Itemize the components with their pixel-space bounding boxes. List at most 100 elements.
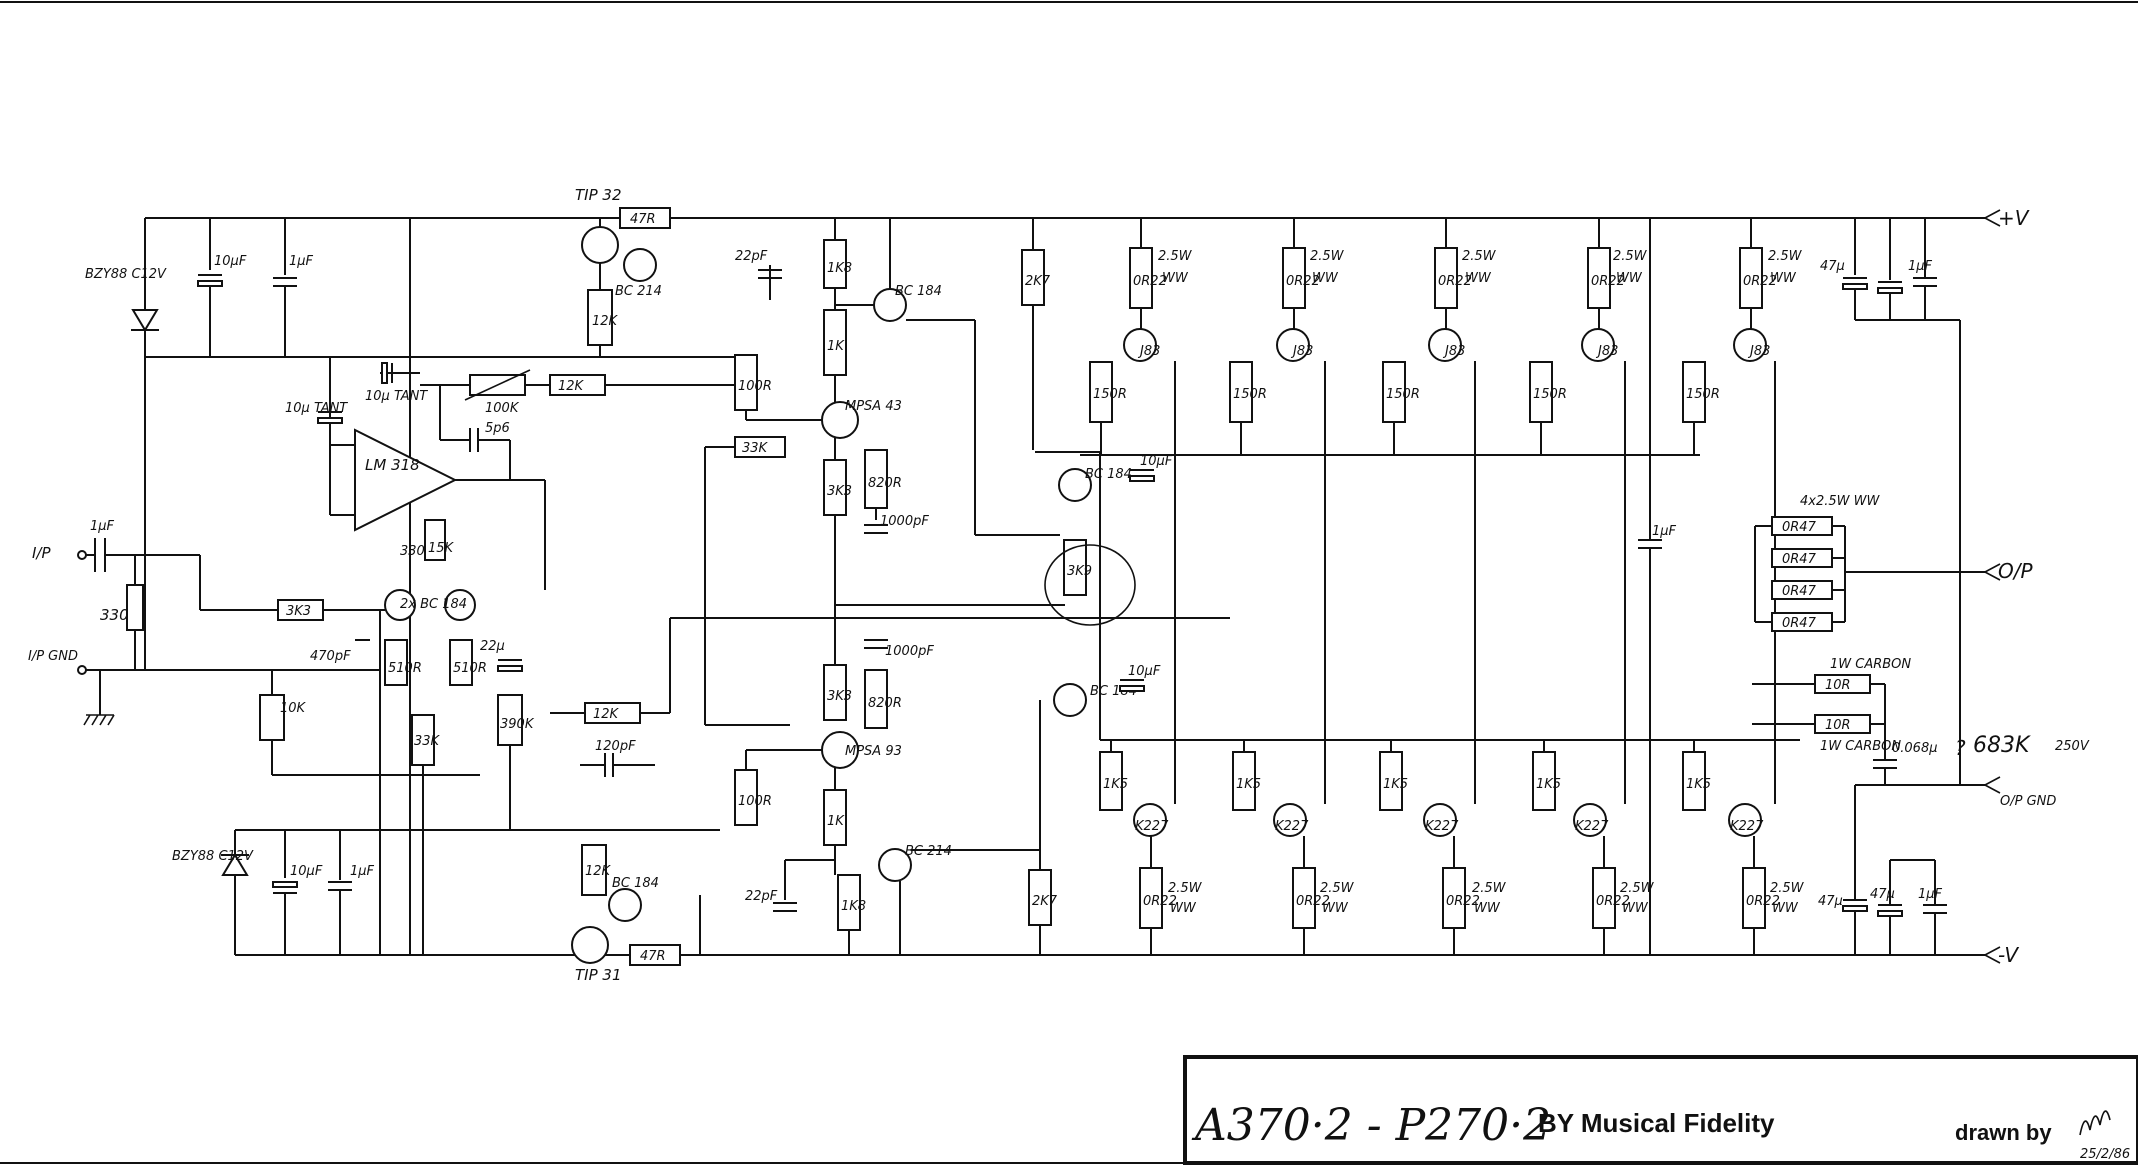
- svg-text:J83: J83: [1595, 344, 1618, 359]
- svg-text:WW: WW: [1465, 271, 1492, 286]
- svg-text:1µF: 1µF: [350, 864, 375, 879]
- title-block: A370·2 - P270·2 BY Musical Fidelity draw…: [1183, 1055, 2138, 1165]
- output-device-n4: 0R22 2.5W WW J83 150R: [1529, 247, 1648, 423]
- svg-text:820R: 820R: [868, 696, 902, 711]
- transistor-bc214-dr: [878, 848, 912, 882]
- svg-text:12K: 12K: [558, 379, 585, 394]
- output-device-p4: 1K5 K227 0R22 2.5W WW: [1532, 751, 1655, 929]
- cap-10u-tant-left: [317, 417, 343, 424]
- svg-text:BC 214: BC 214: [615, 284, 662, 299]
- svg-text:0R22: 0R22: [1296, 894, 1330, 909]
- svg-text:10µF: 10µF: [1128, 664, 1161, 679]
- svg-text:K227: K227: [1425, 819, 1459, 834]
- transistor-pair-left: [384, 589, 416, 621]
- svg-text:47µ: 47µ: [1820, 259, 1845, 274]
- transistor-bc214-top: [623, 248, 657, 282]
- svg-text:0R22: 0R22: [1446, 894, 1480, 909]
- svg-text:2.5W: 2.5W: [1310, 249, 1345, 264]
- svg-text:1µF: 1µF: [90, 519, 115, 534]
- transistor-pair-right: [444, 589, 476, 621]
- svg-text:33K: 33K: [414, 734, 441, 749]
- negative-rail-label: -V: [1998, 943, 2019, 967]
- svg-text:J83: J83: [1442, 344, 1465, 359]
- title-block-subtitle: BY Musical Fidelity: [1538, 1108, 1775, 1138]
- svg-text:1W CARBON: 1W CARBON: [1830, 657, 1911, 672]
- svg-text:150R: 150R: [1233, 387, 1267, 402]
- svg-text:WW: WW: [1616, 271, 1643, 286]
- svg-text:2.5W: 2.5W: [1320, 881, 1355, 896]
- output-device-n2: 0R22 2.5W WW J83 150R: [1229, 247, 1345, 423]
- input-label: I/P: [32, 544, 51, 562]
- output-stage-n: 0R22 2.5W WW J83 150R 0R22 2.5W WW J83 1…: [1089, 218, 1803, 455]
- svg-text:10µF: 10µF: [1140, 454, 1173, 469]
- svg-text:1000pF: 1000pF: [880, 514, 929, 529]
- svg-text:1W CARBON: 1W CARBON: [1820, 739, 1901, 754]
- svg-text:10µ TANT: 10µ TANT: [365, 389, 428, 404]
- svg-text:2K7: 2K7: [1032, 894, 1058, 909]
- svg-text:0R47: 0R47: [1782, 520, 1817, 535]
- svg-text:WW: WW: [1622, 901, 1649, 916]
- svg-text:BC 184: BC 184: [895, 284, 942, 299]
- svg-text:150R: 150R: [1533, 387, 1567, 402]
- output-device-p1: 1K5 K227 0R22 2.5W WW: [1099, 751, 1203, 929]
- svg-text:1K5: 1K5: [1686, 777, 1711, 792]
- svg-text:10R: 10R: [1825, 678, 1851, 693]
- svg-text:22µ: 22µ: [480, 639, 505, 654]
- negative-rail: -V: [235, 943, 2019, 967]
- svg-text:0R22: 0R22: [1438, 274, 1472, 289]
- svg-text:15K: 15K: [428, 541, 455, 556]
- svg-text:2.5W: 2.5W: [1462, 249, 1497, 264]
- svg-text:0R22: 0R22: [1743, 274, 1777, 289]
- svg-text:1K5: 1K5: [1103, 777, 1128, 792]
- svg-text:WW: WW: [1322, 901, 1349, 916]
- svg-text:10µ TANT: 10µ TANT: [285, 401, 348, 416]
- signature: [2079, 1110, 2111, 1136]
- svg-text:WW: WW: [1770, 271, 1797, 286]
- svg-text:0.068µ: 0.068µ: [1892, 741, 1938, 756]
- svg-text:J83: J83: [1747, 344, 1770, 359]
- regulator-top: BZY88 C12V 10µF 1µF TIP 32 47R BC 214 12…: [85, 186, 740, 955]
- svg-text:WW: WW: [1474, 901, 1501, 916]
- output-device-n1: 0R22 2.5W WW J83 150R: [1089, 247, 1193, 423]
- svg-text:0R22: 0R22: [1143, 894, 1177, 909]
- svg-text:1K8: 1K8: [827, 261, 852, 276]
- svg-text:K227: K227: [1730, 819, 1764, 834]
- svg-text:0R22: 0R22: [1746, 894, 1780, 909]
- svg-text:2.5W: 2.5W: [1168, 881, 1203, 896]
- svg-text:1µF: 1µF: [1908, 259, 1933, 274]
- svg-text:3K3: 3K3: [286, 604, 311, 619]
- resistor-47r-top: [619, 207, 671, 229]
- svg-text:4x2.5W WW: 4x2.5W WW: [1800, 494, 1880, 509]
- svg-text:12K: 12K: [585, 864, 612, 879]
- svg-text:BC 184: BC 184: [612, 876, 659, 891]
- resistor-3k9: [1063, 539, 1087, 596]
- svg-text:K227: K227: [1275, 819, 1309, 834]
- transistor-bc184-bias-bottom: [1053, 683, 1087, 717]
- svg-text:330: 330: [100, 606, 129, 624]
- svg-text:22pF: 22pF: [745, 889, 778, 904]
- output-device-n3: 0R22 2.5W WW J83 150R: [1382, 247, 1497, 423]
- svg-text:10µF: 10µF: [214, 254, 247, 269]
- output-device-p5: 1K5 K227 0R22 2.5W WW: [1682, 751, 1805, 929]
- output-gnd-label: O/P GND: [2000, 794, 2056, 809]
- svg-text:TIP 32: TIP 32: [575, 186, 622, 204]
- svg-text:470pF: 470pF: [310, 649, 351, 664]
- input-section: I/P 1µF 330 I/P GND 3K3: [28, 519, 380, 726]
- svg-text:47R: 47R: [640, 949, 666, 964]
- svg-text:12K: 12K: [592, 314, 619, 329]
- svg-text:5p6: 5p6: [485, 421, 510, 436]
- svg-text:510R: 510R: [453, 661, 487, 676]
- bias-highlight-circle: [1044, 544, 1136, 626]
- regulator-bottom: BZY88 C12V 10µF 1µF TIP 31 47R BC 184 12…: [172, 829, 720, 984]
- svg-text:WW: WW: [1312, 271, 1339, 286]
- title-block-date: 25/2/86: [2080, 1147, 2130, 1162]
- output-device-n5: 0R22 2.5W WW J83 150R: [1682, 247, 1803, 423]
- output-network: 1µF 4x2.5W WW 0R47 0R47 0R47 0R47 O/P 1W…: [1638, 218, 2090, 955]
- vas-driver: 1K8 22pF 1K MPSA 43 BC 184 33K 100R 3K3 …: [704, 218, 1065, 955]
- zener-bottom: [221, 853, 249, 876]
- svg-text:0R22: 0R22: [1596, 894, 1630, 909]
- svg-text:WW: WW: [1162, 271, 1189, 286]
- svg-text:12K: 12K: [593, 707, 620, 722]
- output-stage-p: 1K5 K227 0R22 2.5W WW 1K5 K227 0R22 2.5W…: [1099, 361, 1805, 955]
- svg-text:10R: 10R: [1825, 718, 1851, 733]
